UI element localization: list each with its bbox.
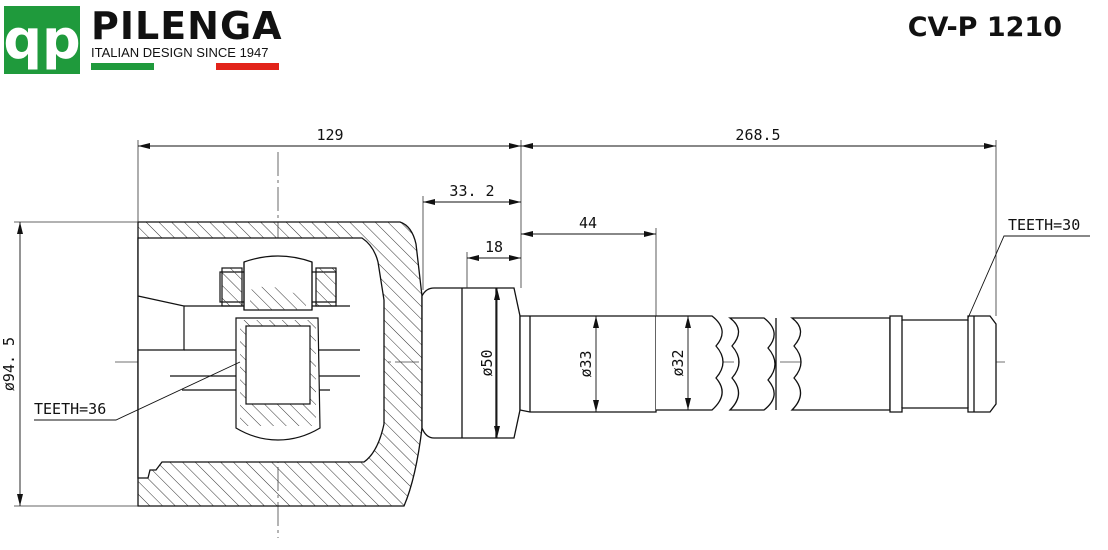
- neck: [421, 287, 521, 439]
- dim-dia-shaft-b: ø32: [669, 349, 687, 376]
- brand-name: PILENGA: [91, 4, 283, 48]
- dim-dia-neck: ø50: [478, 349, 496, 376]
- dim-length-44: 44: [579, 214, 597, 232]
- leader-lines: [34, 235, 1090, 421]
- dim-dia-housing: ø94. 5: [0, 337, 18, 391]
- dimension-arrows: [17, 143, 996, 506]
- label-teeth-inner: TEETH=36: [34, 400, 106, 418]
- dim-length-housing: 129: [316, 126, 343, 144]
- brand-tagline: ITALIAN DESIGN SINCE 1947: [91, 45, 269, 60]
- dim-length-33-2: 33. 2: [449, 182, 494, 200]
- logo-letters: qp: [4, 8, 80, 71]
- dim-length-shaft: 268.5: [735, 126, 780, 144]
- housing-internals: [137, 255, 360, 441]
- dim-dia-shaft-a: ø33: [577, 350, 595, 377]
- pilenga-logo: qp: [4, 6, 80, 74]
- dim-length-18: 18: [485, 238, 503, 256]
- label-teeth-outer: TEETH=30: [1008, 216, 1080, 234]
- italian-flag-stripe: [91, 63, 280, 70]
- shaft: [519, 315, 997, 413]
- extension-lines: [14, 140, 997, 507]
- part-number: CV-P 1210: [907, 12, 1062, 43]
